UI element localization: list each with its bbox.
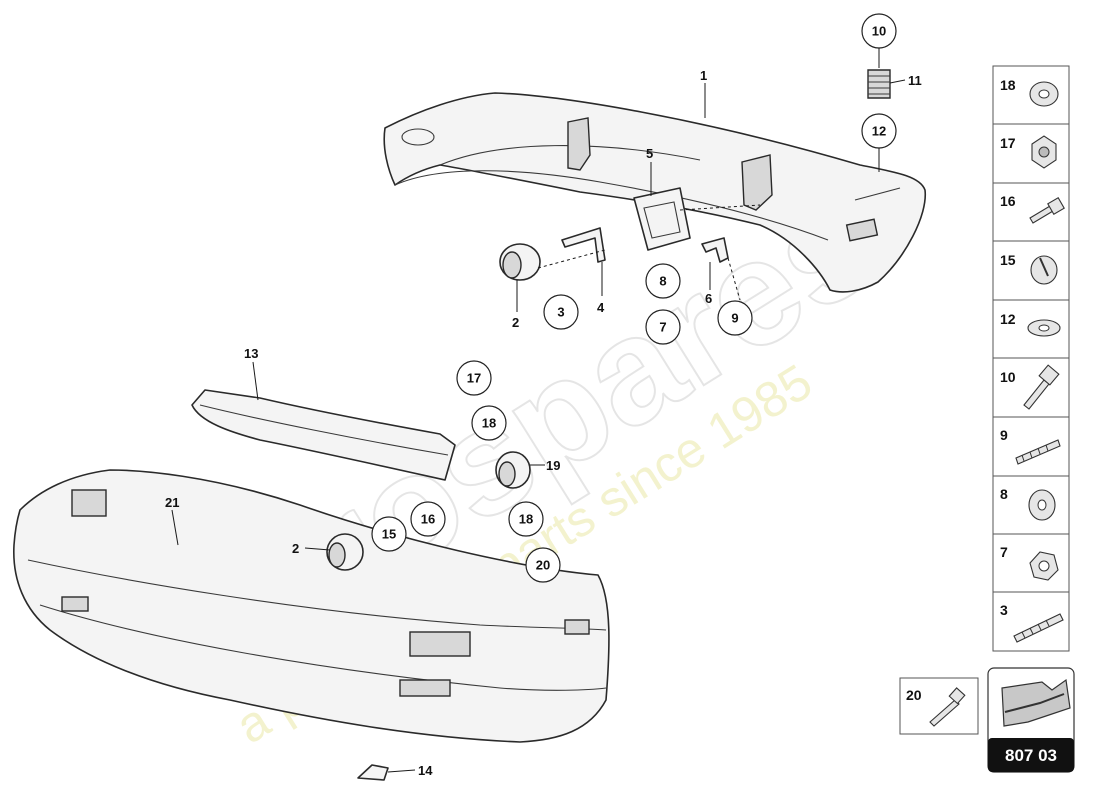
- screw-icon: [929, 687, 966, 727]
- bubble-18-lower: 18: [508, 501, 544, 537]
- svg-text:16: 16: [1000, 193, 1016, 209]
- bubble-18-upper: 18: [471, 405, 507, 441]
- washer-thick-icon: [1029, 81, 1059, 107]
- panel-item-20: 20: [899, 677, 979, 735]
- panel-item-10: 10: [1000, 364, 1060, 410]
- callout-13: 13: [244, 346, 258, 361]
- bubble-17: 17: [456, 360, 492, 396]
- svg-text:3: 3: [1000, 602, 1008, 618]
- bracket-4: [561, 227, 606, 263]
- svg-text:7: 7: [1000, 544, 1008, 560]
- front-bumper: [13, 469, 610, 743]
- callout-11: 11: [908, 73, 922, 88]
- bubble-16: 16: [410, 501, 446, 537]
- panel-item-17: 17: [1000, 135, 1057, 169]
- svg-text:7: 7: [659, 320, 666, 335]
- callout-14: 14: [418, 763, 433, 778]
- reference-tag: 807 03: [987, 667, 1075, 773]
- bubble-12: 12: [861, 113, 897, 149]
- bubble-10: 10: [861, 13, 897, 49]
- clip-14: [357, 764, 389, 781]
- panel-item-3: 3: [1000, 602, 1064, 643]
- bubble-15: 15: [371, 516, 407, 552]
- clip-6: [701, 237, 729, 263]
- hex-bolt-icon: [1023, 364, 1060, 410]
- svg-text:12: 12: [1000, 311, 1016, 327]
- svg-text:10: 10: [872, 24, 886, 39]
- panel-item-16: 16: [1000, 193, 1065, 224]
- rubber-buffer-2-front: [326, 533, 364, 571]
- hex-nut-icon: [1029, 551, 1059, 581]
- long-stud-icon: [1013, 613, 1064, 643]
- svg-text:16: 16: [421, 512, 435, 527]
- rubber-buffer-19: [495, 451, 531, 489]
- svg-text:20: 20: [906, 687, 922, 703]
- callout-21: 21: [165, 495, 179, 510]
- svg-text:18: 18: [519, 512, 533, 527]
- panel-item-8: 8: [1000, 486, 1056, 521]
- callout-19: 19: [546, 458, 560, 473]
- washer-icon: [1028, 489, 1056, 521]
- svg-text:3: 3: [557, 305, 564, 320]
- bubble-9: 9: [717, 300, 753, 336]
- direction-arrow-icon: [1001, 678, 1071, 727]
- callout-1: 1: [700, 68, 707, 83]
- threaded-stud-icon: [1015, 439, 1061, 465]
- svg-text:8: 8: [659, 274, 666, 289]
- bubble-20: 20: [525, 547, 561, 583]
- svg-text:12: 12: [872, 124, 886, 139]
- svg-text:9: 9: [1000, 427, 1008, 443]
- rear-bumper: [383, 92, 926, 293]
- svg-text:20: 20: [536, 558, 550, 573]
- callout-5: 5: [646, 146, 653, 161]
- panel-item-18: 18: [1000, 77, 1059, 107]
- callout-2-top: 2: [512, 315, 519, 330]
- svg-text:9: 9: [731, 311, 738, 326]
- bubble-7: 7: [645, 309, 681, 345]
- callout-4: 4: [597, 300, 605, 315]
- svg-text:18: 18: [482, 416, 496, 431]
- svg-text:15: 15: [1000, 252, 1016, 268]
- panel-item-7: 7: [1000, 544, 1059, 581]
- bubble-8: 8: [645, 263, 681, 299]
- svg-text:17: 17: [467, 371, 481, 386]
- rubber-buffer-2-top: [499, 243, 541, 281]
- reference-code: 807 03: [1005, 746, 1057, 765]
- flat-washer-icon: [1027, 319, 1061, 337]
- fastener-panel: 18 17 16 15 12: [992, 65, 1070, 652]
- svg-text:18: 18: [1000, 77, 1016, 93]
- panel-item-9: 9: [1000, 427, 1061, 465]
- panel-item-12: 12: [1000, 311, 1061, 337]
- svg-text:8: 8: [1000, 486, 1008, 502]
- callout-6: 6: [705, 291, 712, 306]
- svg-text:17: 17: [1000, 135, 1016, 151]
- callout-2-front: 2: [292, 541, 299, 556]
- spring-clip-icon: [1030, 255, 1058, 285]
- mounting-plate-5: [633, 187, 691, 251]
- spring-11: [867, 69, 891, 99]
- panel-item-15: 15: [1000, 252, 1058, 285]
- bubble-3: 3: [543, 294, 579, 330]
- cap-nut-icon: [1031, 135, 1057, 169]
- mounting-rail: [191, 389, 456, 481]
- svg-text:10: 10: [1000, 369, 1016, 385]
- svg-text:15: 15: [382, 527, 396, 542]
- bolt-short-icon: [1029, 197, 1065, 224]
